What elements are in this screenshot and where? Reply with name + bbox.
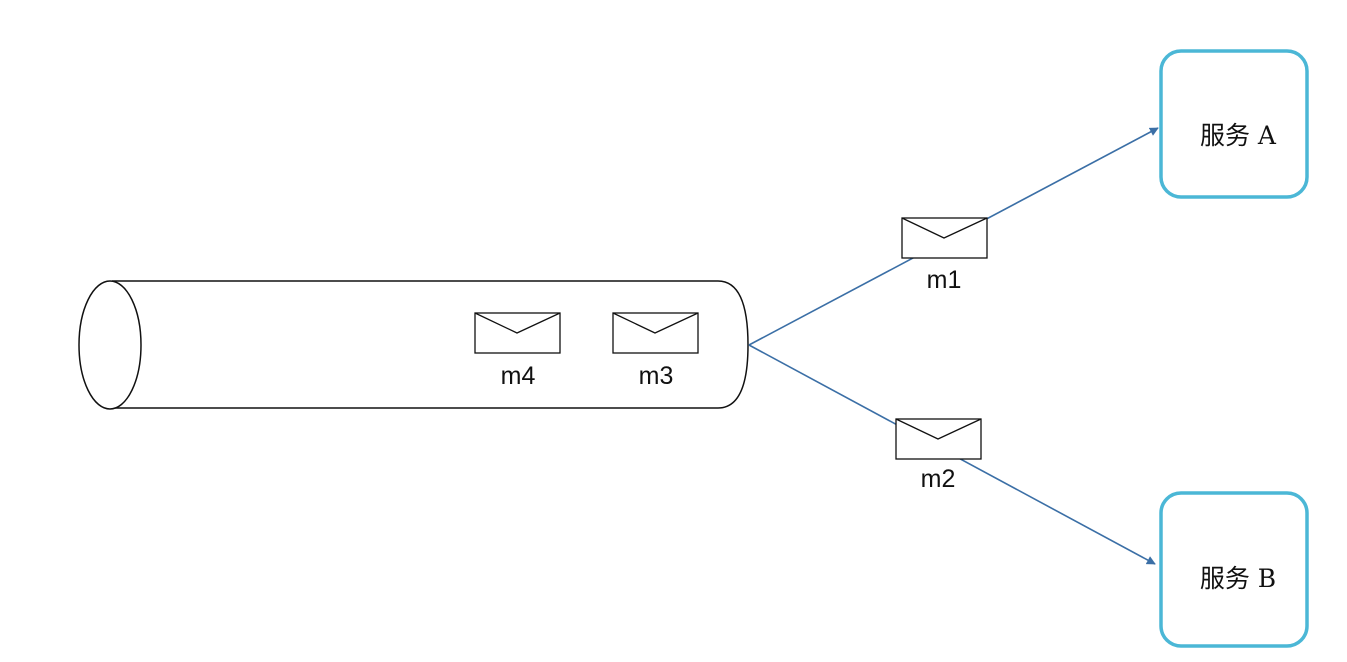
envelope-flap <box>901 217 988 239</box>
service-a: 服务 A <box>1159 49 1309 199</box>
envelope-flap <box>474 312 561 334</box>
service-a-box <box>1159 49 1309 199</box>
service-b: 服务 B <box>1159 491 1309 648</box>
queued-message-m4: m4 <box>474 312 561 390</box>
message-label: m4 <box>501 362 536 390</box>
dispatched-message-m2: m2 <box>895 418 982 493</box>
pipe-body <box>112 280 749 409</box>
pipe-open-end <box>78 280 142 410</box>
service-b-label: 服务 B <box>1200 564 1276 593</box>
message-label: m1 <box>927 266 962 294</box>
service-b-box <box>1159 491 1309 648</box>
service-a-label: 服务 A <box>1200 121 1277 150</box>
message-queue-pipe <box>78 280 749 410</box>
envelope-flap <box>895 418 982 440</box>
message-label: m2 <box>921 465 956 493</box>
message-label: m3 <box>639 362 674 390</box>
queued-message-m3: m3 <box>612 312 699 390</box>
envelope-flap <box>612 312 699 334</box>
dispatched-message-m1: m1 <box>901 217 988 294</box>
